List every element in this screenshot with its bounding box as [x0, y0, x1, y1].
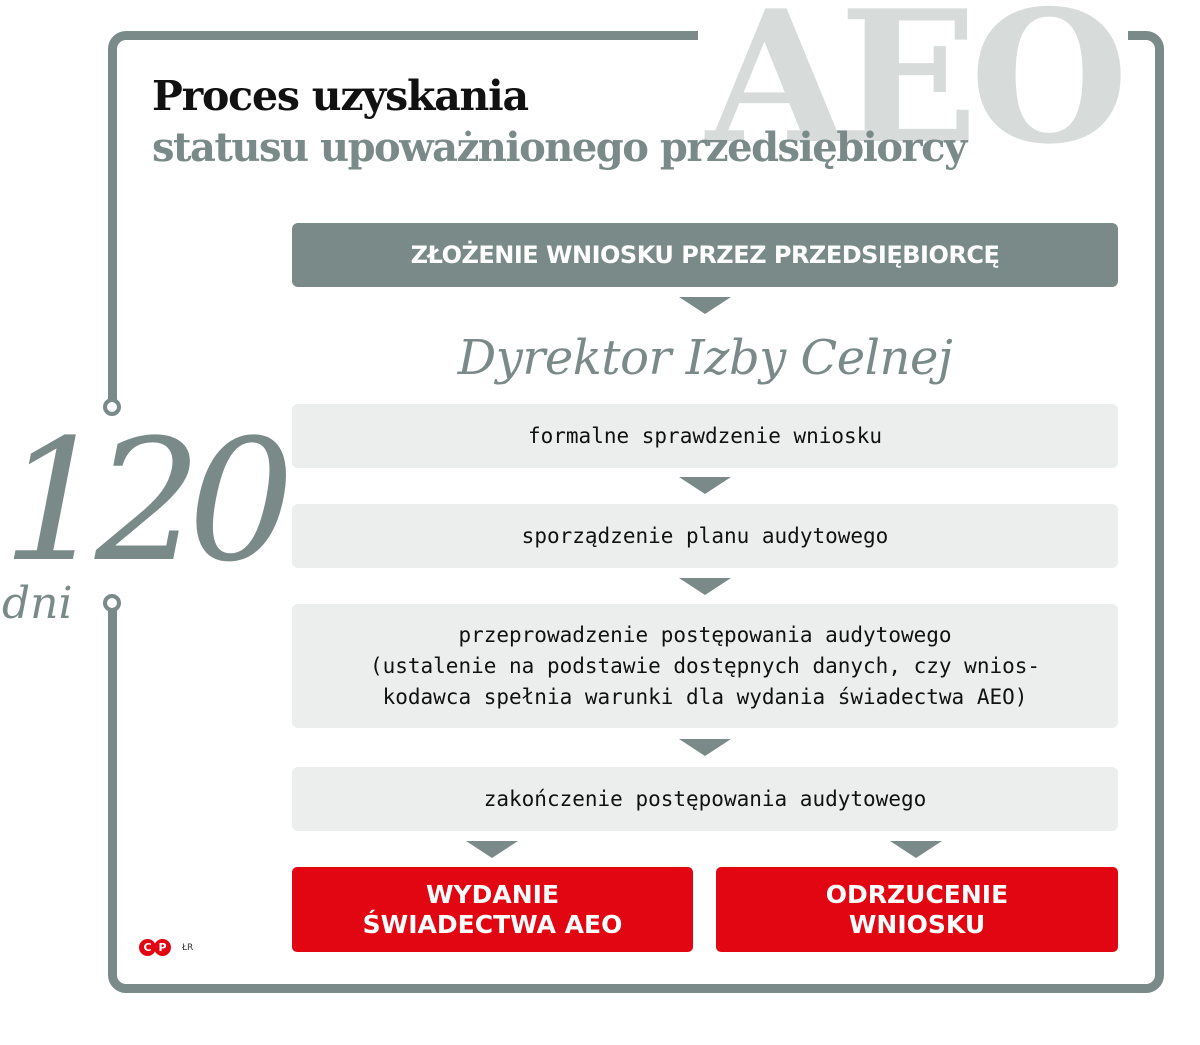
outcome-issue-certificate: WYDANIE ŚWIADECTWA AEO [292, 867, 693, 952]
duration-unit: dni [2, 578, 73, 629]
step-audit-procedure-note-2: kodawca spełnia warunki dla wydania świa… [382, 684, 1028, 709]
authority-heading: Dyrektor Izby Celnej [457, 330, 953, 386]
aeo-watermark: AEO [698, 0, 1128, 168]
step-audit-procedure-note-1: (ustalenie na podstawie dostępnych danyc… [369, 653, 1041, 678]
title-line-2: statusu upoważnionego przedsiębiorcy [152, 124, 967, 171]
outcome-issue-line-1: WYDANIE [425, 879, 560, 909]
publisher-logo: C P [139, 938, 171, 956]
arrow-down-icon [466, 841, 518, 858]
arrow-down-icon [890, 841, 942, 858]
arrow-down-icon [679, 477, 731, 494]
step-submit-application: ZŁOŻENIE WNIOSKU PRZEZ PRZEDSIĘBIORCĘ [292, 223, 1118, 287]
arrow-down-icon [679, 578, 731, 595]
outcome-reject-line-2: WNIOSKU [848, 909, 986, 939]
outcome-reject-line-1: ODRZUCENIE [825, 879, 1009, 909]
frame-dot-top [103, 398, 121, 416]
outcome-reject-application: ODRZUCENIE WNIOSKU [716, 867, 1118, 952]
author-credit: ŁR [182, 943, 194, 953]
arrow-down-icon [679, 739, 731, 756]
arrow-down-icon [679, 297, 731, 314]
step-audit-completion: zakończenie postępowania audytowego [292, 767, 1118, 831]
step-formal-check-label: formalne sprawdzenie wniosku [527, 423, 882, 448]
frame-gap [100, 408, 126, 602]
step-audit-plan: sporządzenie planu audytowego [292, 504, 1118, 568]
step-audit-plan-label: sporządzenie planu audytowego [521, 523, 889, 548]
logo-p-mark: P [154, 938, 171, 956]
duration-number: 120 [2, 403, 295, 599]
step-submit-label: ZŁOŻENIE WNIOSKU PRZEZ PRZEDSIĘBIORCĘ [410, 241, 1000, 269]
outcome-issue-line-2: ŚWIADECTWA AEO [362, 909, 623, 939]
step-audit-completion-label: zakończenie postępowania audytowego [483, 786, 927, 811]
logo-c-mark: C [139, 938, 156, 956]
title-line-1: Proces uzyskania [152, 72, 529, 120]
step-audit-procedure-label: przeprowadzenie postępowania audytowego [458, 622, 952, 647]
frame-dot-bottom [103, 594, 121, 612]
step-audit-procedure: przeprowadzenie postępowania audytowego … [292, 604, 1118, 728]
step-formal-check: formalne sprawdzenie wniosku [292, 404, 1118, 468]
